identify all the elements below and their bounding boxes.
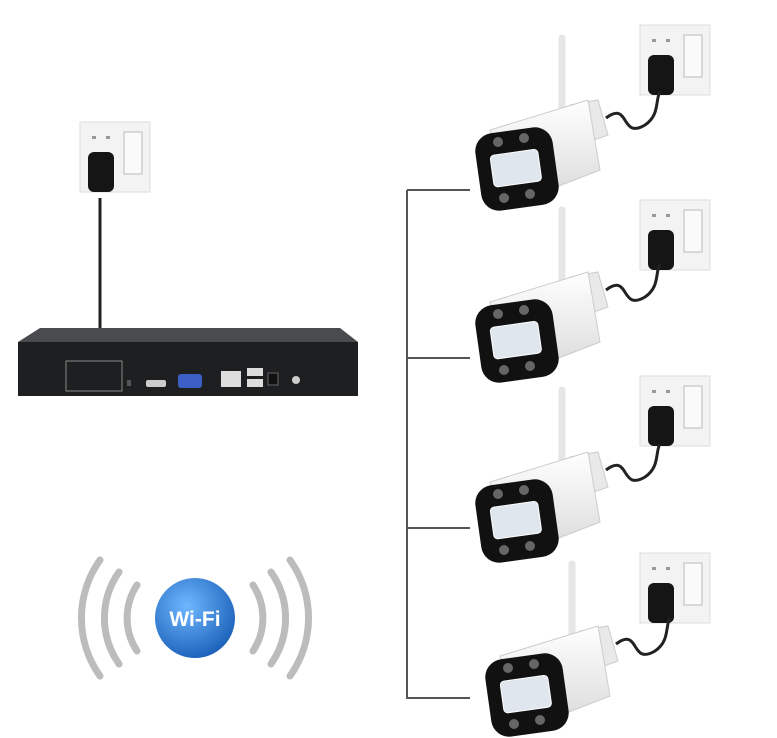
connection-bracket <box>406 189 470 699</box>
nvr-lan-port <box>221 371 241 387</box>
nvr-vga-port <box>178 374 202 388</box>
nvr-label-sticker <box>65 360 123 392</box>
camera-1-power-outlet <box>639 24 711 96</box>
camera-1 <box>473 38 660 213</box>
wifi-label: Wi-Fi <box>169 608 220 631</box>
camera-2 <box>473 210 660 385</box>
wifi-logo <box>78 556 312 680</box>
nvr-ground-screw <box>292 376 300 384</box>
wifi-badge <box>155 578 235 658</box>
nvr-usb-port <box>247 379 263 387</box>
camera-4-power-outlet <box>639 552 711 624</box>
camera-2-power-outlet <box>639 199 711 271</box>
nvr-power-outlet <box>79 121 151 193</box>
nvr-usb-port <box>247 368 263 376</box>
nvr-dc-port <box>267 372 279 386</box>
camera-3 <box>473 390 660 565</box>
nvr-hdmi-port <box>146 380 166 387</box>
nvr-recorder <box>18 328 358 396</box>
camera-3-power-outlet <box>639 375 711 447</box>
nvr-audio-port <box>127 380 131 386</box>
